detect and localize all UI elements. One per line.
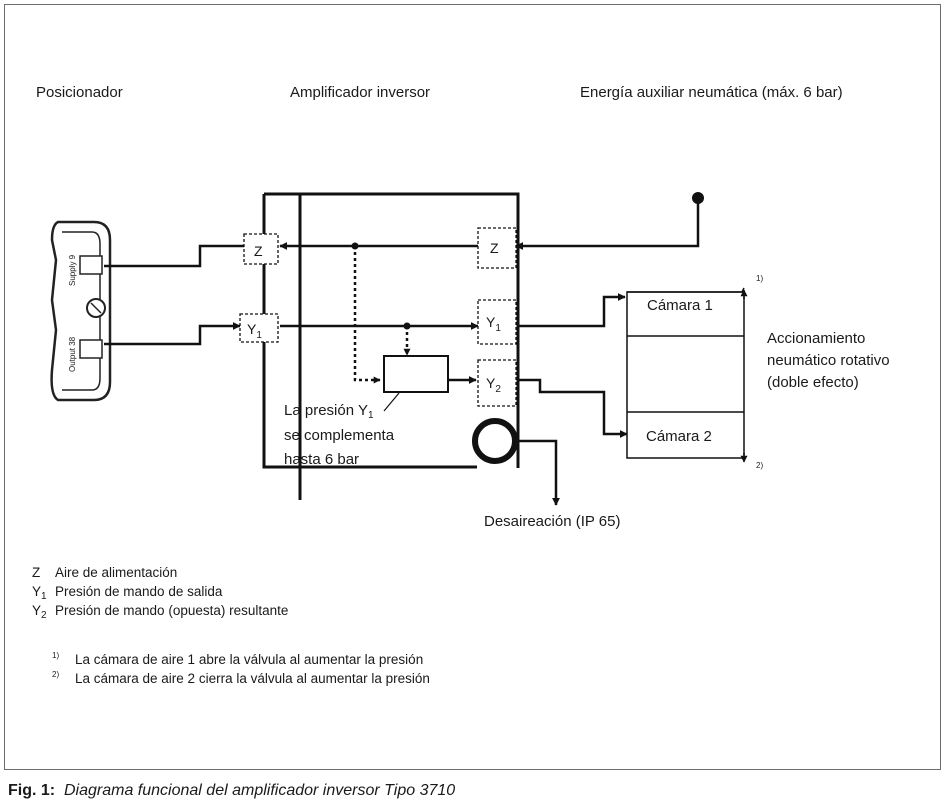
positioner-label: Posicionador [36,84,123,101]
footnote-mark-1: 1) [52,651,60,660]
figure-caption: Fig. 1: Diagrama funcional del amplifica… [8,782,455,800]
exhaust-label: Desaireación (IP 65) [484,513,621,530]
complement-text-2: se complementa [284,427,395,444]
caption-text: Diagrama funcional del amplificador inve… [64,782,456,799]
legend-symbol-y1: Y1 [32,584,47,602]
actuator-label-1: Accionamiento [767,330,866,347]
port-y1-left: Y1 [247,321,262,341]
supply9-text: Supply 9 [68,254,77,286]
chamber2-label: Cámara 2 [646,428,712,445]
amplifier-housing [262,192,520,500]
legend-text-y1: Presión de mando de salida [55,584,223,599]
chamber1-note: 1) [756,274,764,283]
footnote-text-1: La cámara de aire 1 abre la válvula al a… [75,652,424,667]
actuator-label-3: (doble efecto) [767,374,859,391]
caption-label: Fig. 1: [8,782,56,799]
positioner-device: Supply 9 Output 38 [50,220,112,402]
footnote-text-2: La cámara de aire 2 cierra la válvula al… [75,671,430,686]
supply-line [104,192,704,268]
legend-text-z: Aire de alimentación [55,565,178,580]
figure-frame [4,4,941,770]
actuator-label-2: neumático rotativo [767,352,890,369]
port-y2: Y2 [486,375,501,395]
port-boxes [239,227,517,407]
port-z-right: Z [490,240,499,256]
y1-line [104,293,626,346]
legend-text-y2: Presión de mando (opuesta) resultante [55,603,289,618]
rotary-actuator [626,287,748,463]
port-z-left: Z [254,243,263,259]
legend-symbol-y2: Y2 [32,603,47,621]
footnote-mark-2: 2) [52,670,60,679]
complement-text-1: La presión Y1 [284,402,374,421]
supply-energy-label: Energía auxiliar neumática (máx. 6 bar) [580,84,843,101]
output38-text: Output 38 [68,336,77,372]
chamber1-label: Cámara 1 [647,297,713,314]
chamber2-note: 2) [756,461,764,470]
complement-text-3: hasta 6 bar [284,451,360,468]
legend-symbol-z: Z [32,565,41,580]
reversing-amplifier-label: Amplificador inversor [290,84,431,101]
y2-line [518,378,628,438]
port-y1-right: Y1 [486,314,501,334]
exhaust [472,418,560,506]
complement-module [353,246,477,412]
